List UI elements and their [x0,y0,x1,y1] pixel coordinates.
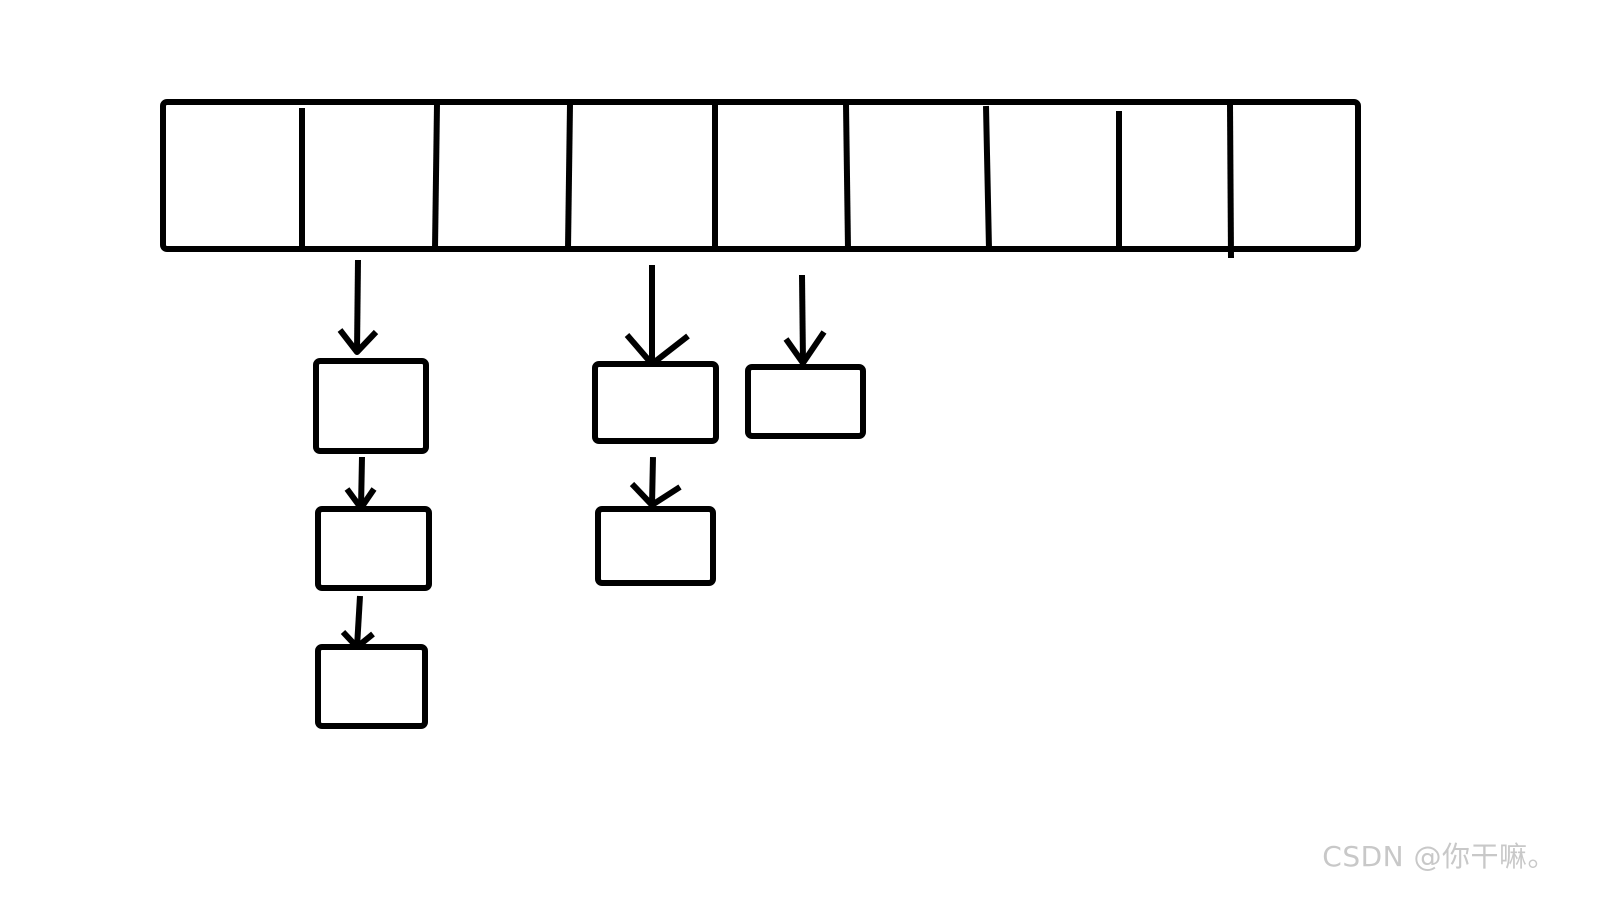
list-node [595,506,716,586]
list-node [315,644,428,729]
bucket-divider [432,103,440,250]
arrow [629,456,682,508]
watermark-text: CSDN @你干嘛。 [1322,840,1556,873]
list-node [313,358,429,454]
arrow [340,595,375,650]
list-node [592,361,719,444]
chain-bucket-2 [313,259,432,729]
bucket-divider [565,103,573,250]
list-node [745,364,866,439]
chain-bucket-4 [592,265,719,586]
bucket-divider [1227,103,1234,259]
bucket-divider [843,103,851,250]
chain-bucket-5 [745,274,866,439]
list-node [315,506,432,591]
arrow [344,456,377,511]
arrow [624,265,690,367]
bucket-array [160,99,1361,259]
arrow [337,259,379,355]
bucket-array-outline [160,99,1361,252]
bucket-divider [983,105,992,250]
arrow [783,274,827,366]
